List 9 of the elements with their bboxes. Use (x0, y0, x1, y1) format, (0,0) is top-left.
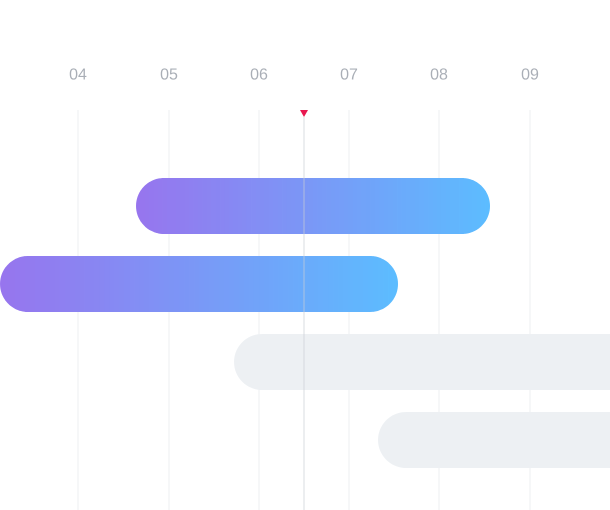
axis-label: 04 (70, 68, 86, 80)
gantt-bar (0, 256, 398, 312)
axis-label: 06 (250, 68, 268, 80)
axis-label: 05 (160, 68, 178, 80)
gantt-bar (136, 178, 490, 234)
axis-label: 09 (522, 68, 538, 80)
gantt-bar (234, 334, 610, 390)
axis-label: 07 (340, 68, 358, 80)
axis-label: 08 (430, 68, 448, 80)
